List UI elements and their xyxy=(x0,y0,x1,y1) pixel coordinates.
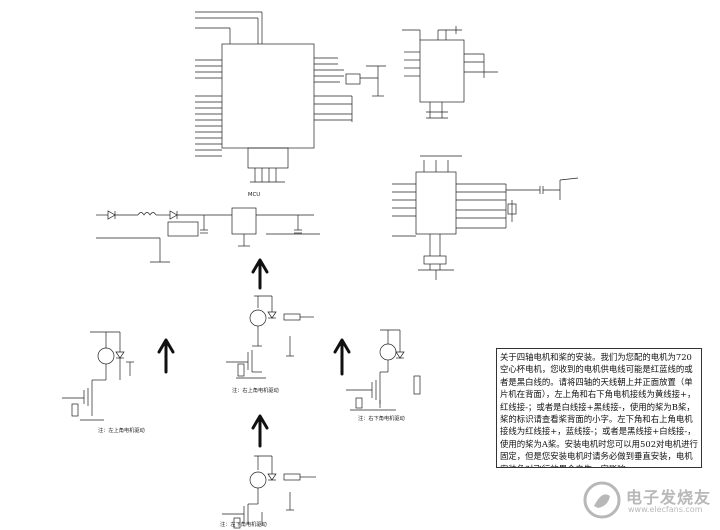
power-block xyxy=(96,207,320,263)
mpu-block xyxy=(402,26,498,119)
motor-driver-left-bottom xyxy=(222,455,316,529)
elecfans-logo-icon xyxy=(583,481,621,519)
watermark-en: www.elecfans.com xyxy=(628,505,703,514)
motor-driver-right-top xyxy=(226,295,314,379)
watermark: 电子发烧友 www.elecfans.com xyxy=(580,478,712,522)
motor-caption-left-bottom: 注：左下角电机驱动 xyxy=(220,520,267,528)
arrow-up-icon xyxy=(333,338,351,376)
arrow-up-icon xyxy=(157,338,175,374)
motor-driver-right-bottom xyxy=(346,329,421,411)
mcu-title: MCU xyxy=(248,192,260,198)
mcu-block xyxy=(195,11,386,183)
arrow-up-icon xyxy=(251,414,269,448)
installation-note: 关于四轴电机和桨的安装。我们为您配的电机为720空心杯电机，您收到的电机供电线可… xyxy=(496,348,702,468)
radio-block xyxy=(392,155,579,280)
motor-caption-left-top: 注：左上角电机驱动 xyxy=(98,426,145,434)
motor-caption-right-top: 注：右上角电机驱动 xyxy=(232,386,279,394)
motor-driver-left-top xyxy=(62,331,134,421)
watermark-cn: 电子发烧友 xyxy=(626,488,712,507)
motor-caption-right-bottom: 注：右下角电机驱动 xyxy=(358,414,405,422)
arrow-up-icon xyxy=(251,258,269,290)
